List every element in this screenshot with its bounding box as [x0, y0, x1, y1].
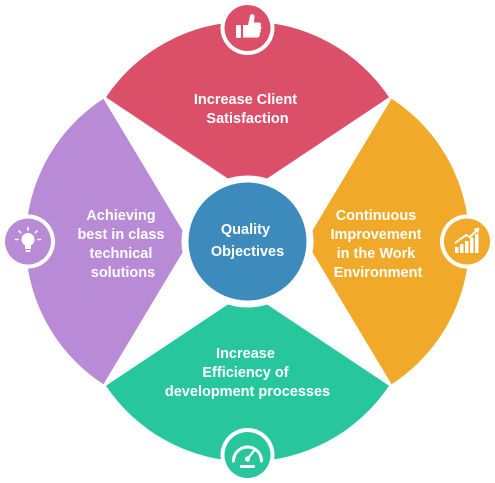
thumbs-up-icon [220, 1, 275, 55]
segment-bottom-label: Increase Efficiency of development proce… [165, 346, 330, 400]
segment-right [305, 98, 470, 385]
segment-top [106, 21, 389, 192]
speedometer-icon [220, 428, 275, 482]
segment-right-label-line: Continuous [336, 208, 417, 224]
segment-right-label-line: in the Work [337, 246, 417, 262]
segment-left [25, 98, 190, 385]
segment-top-label-line: Increase Client [194, 92, 297, 108]
segment-bottom-label-line: Efficiency of [202, 365, 288, 381]
segment-left-label: Achieving best in class technical soluti… [77, 208, 168, 281]
segment-bottom-label-line: Increase [216, 346, 275, 362]
segment-left-label-line: solutions [91, 265, 155, 281]
lightbulb-icon [1, 214, 55, 269]
bar-chart-icon [440, 214, 494, 269]
center-title-line: Quality [221, 222, 270, 238]
center-title-line: Objectives [211, 244, 284, 260]
segment-right-label: Continuous Improvement in the Work Envir… [330, 208, 425, 281]
center-title: Quality Objectives [211, 222, 284, 260]
segment-right-label-line: Environment [334, 265, 423, 281]
segment-top-label-line: Satisfaction [206, 111, 288, 127]
segment-top-label: Increase Client Satisfaction [194, 92, 301, 127]
segment-bottom [106, 291, 389, 462]
segment-left-label-line: best in class [77, 227, 164, 243]
segment-left-label-line: Achieving [86, 208, 155, 224]
segment-right-label-line: Improvement [330, 227, 421, 243]
segment-left-label-line: technical [90, 246, 153, 262]
segment-bottom-label-line: development processes [165, 384, 330, 400]
center-disc [188, 182, 307, 301]
